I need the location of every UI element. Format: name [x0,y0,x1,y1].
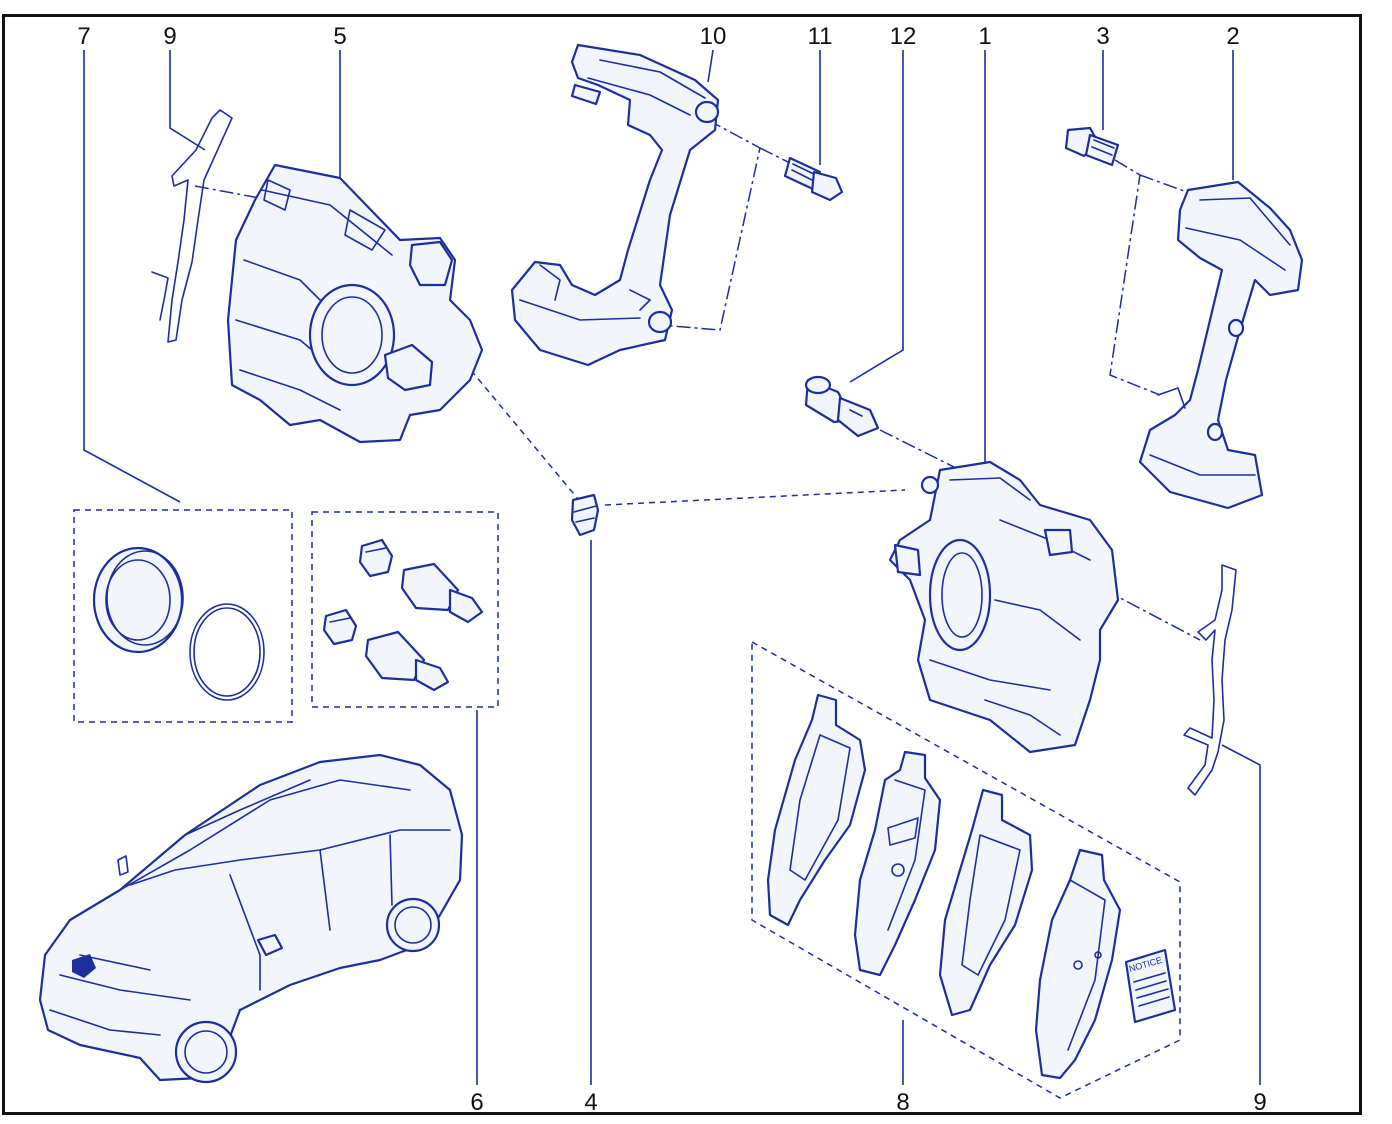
callout-7: 7 [77,23,90,50]
part-6-guide-pin-kit [311,511,499,708]
callout-2: 2 [1226,23,1239,50]
callout-8: 8 [896,1089,909,1116]
callout-3: 3 [1096,23,1109,50]
leader-lines [83,49,1261,1085]
part-3-bolt [1064,126,1120,167]
assembly-lines [194,119,1201,641]
part-11-bolt [783,156,844,202]
callout-4: 4 [584,1089,597,1116]
callout-11: 11 [808,23,833,50]
notice-booklet: NOTICE [1124,948,1177,1024]
callout-12: 12 [890,23,917,50]
part-7-seal-kit [73,509,293,723]
callout-9-top: 9 [163,23,176,50]
part-1-brake-caliper-right [888,460,1120,754]
part-9-spring-clip-bottom [1183,564,1237,796]
callout-9-bottom: 9 [1253,1089,1266,1116]
part-4-bleed-screw [570,493,600,537]
part-10-carrier-bracket-left [510,43,720,367]
car-illustration [38,753,464,1084]
part-8-brake-pad-set [751,640,1181,1099]
callout-6: 6 [470,1089,483,1116]
part-5-brake-caliper-left [226,163,484,444]
diagram-frame [2,14,1362,1115]
part-12-guide-pin [804,375,880,438]
callout-1: 1 [978,23,991,50]
callout-5: 5 [333,23,346,50]
part-2-carrier-bracket-right [1138,180,1304,510]
callout-10: 10 [700,23,727,50]
part-9-spring-clip-top [151,109,233,343]
